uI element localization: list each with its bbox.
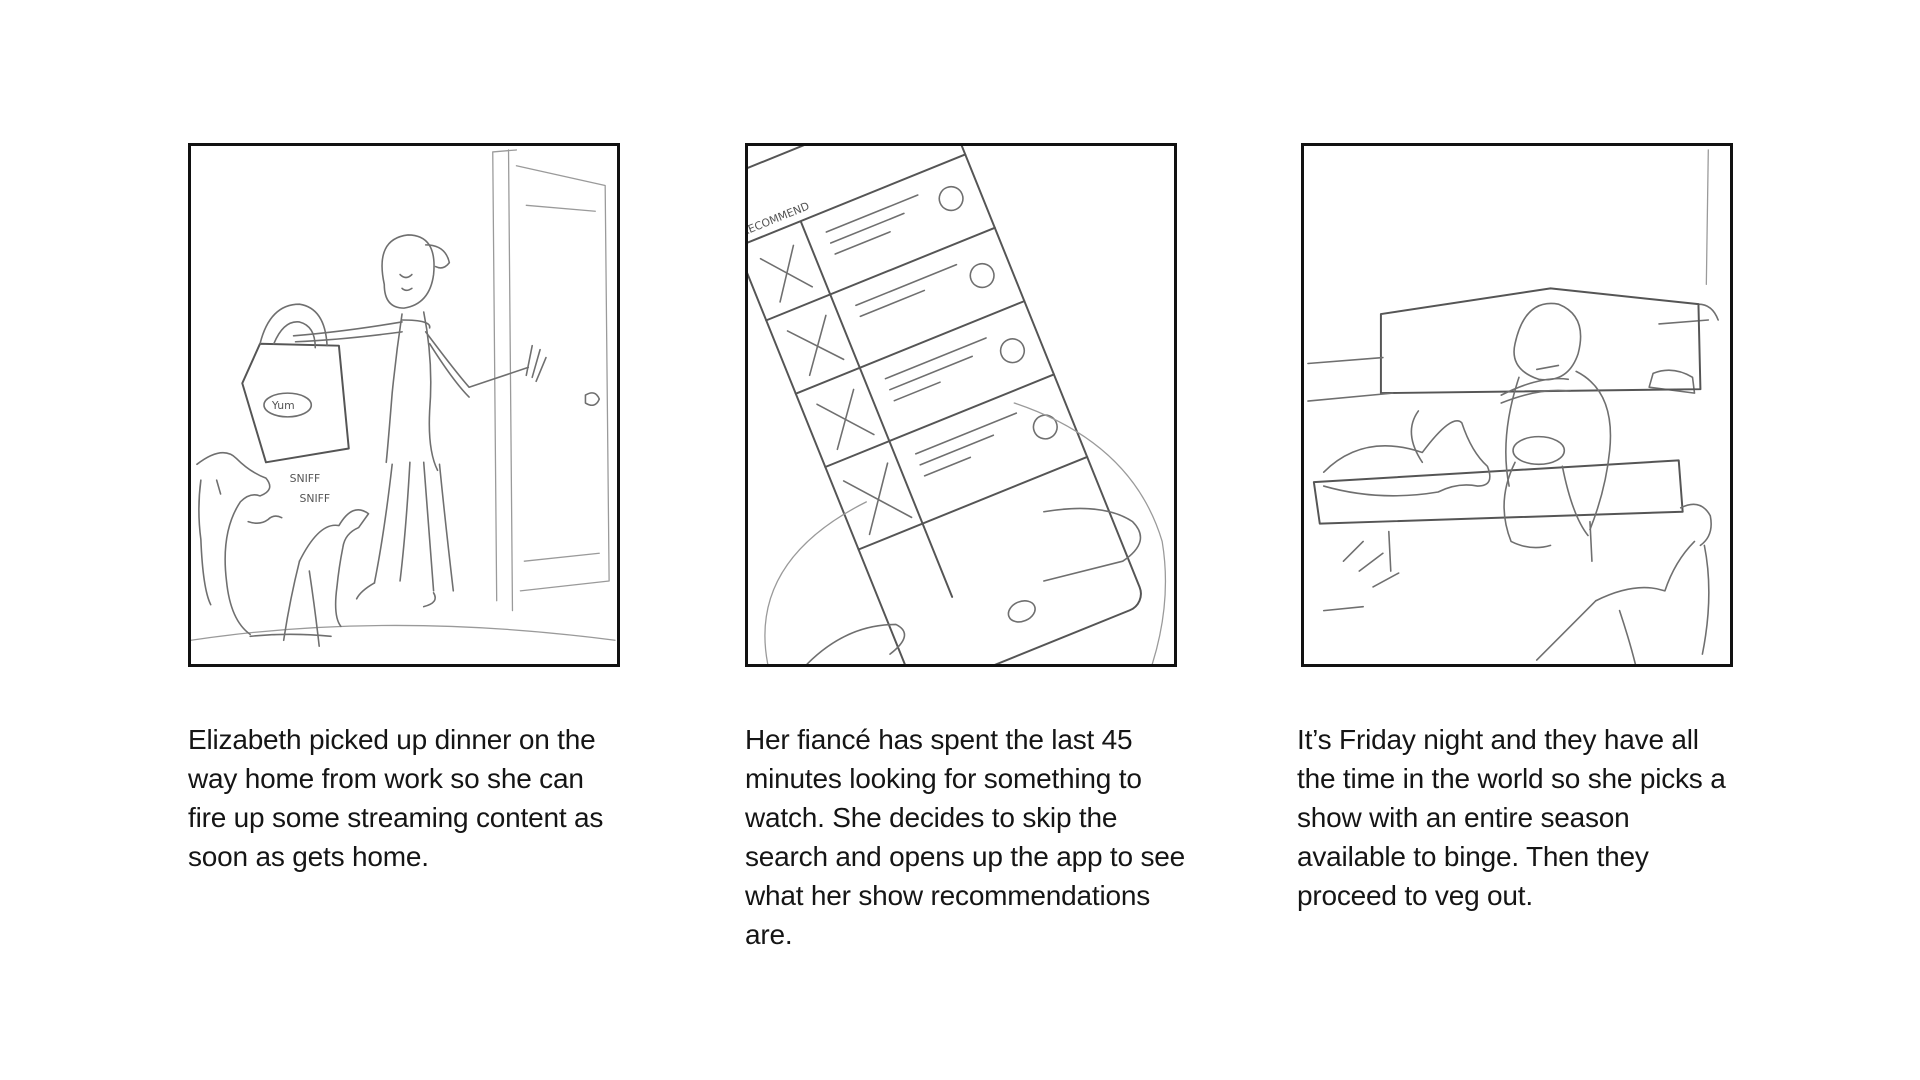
bag-label-yum: Yum	[271, 399, 295, 412]
caption-panel-2: Her fiancé has spent the last 45 minutes…	[745, 724, 1185, 950]
sketch-phone-recommendations: RECOMMEND	[748, 146, 1167, 664]
storyboard-panel-2: RECOMMEND	[745, 143, 1177, 667]
caption-panel-1: Elizabeth picked up dinner on the way ho…	[188, 724, 604, 872]
storyboard-panel-3	[1301, 143, 1733, 667]
sniff-text-1: SNIFF	[290, 472, 321, 485]
sniff-text-2: SNIFF	[299, 492, 330, 505]
sketch-couch-binge	[1307, 149, 1719, 664]
recommend-heading: RECOMMEND	[748, 199, 811, 238]
caption-panel-3: It’s Friday night and they have all the …	[1297, 724, 1726, 911]
storyboard-panel-1: Yum SNIFF SNIFF	[188, 143, 620, 667]
sketch-arrival-home: Yum SNIFF SNIFF	[191, 149, 616, 647]
